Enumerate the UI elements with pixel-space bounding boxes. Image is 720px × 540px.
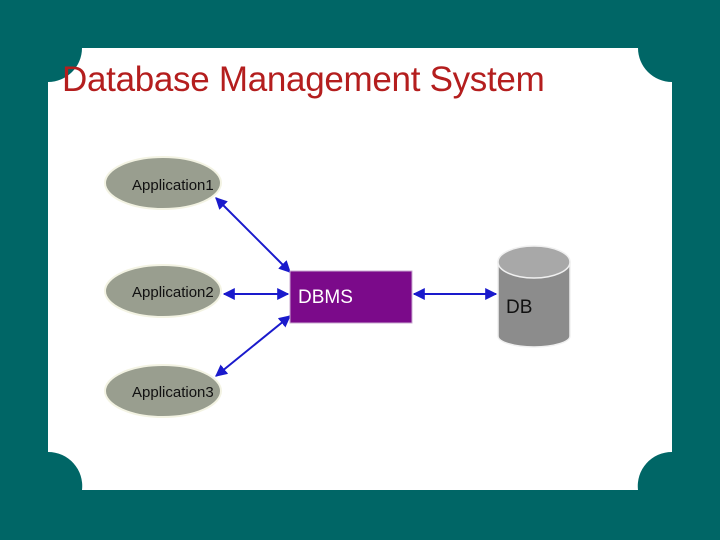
application-label: Application3	[132, 384, 214, 401]
application-node: Application3	[104, 364, 222, 418]
dbms-node: DBMS	[289, 270, 413, 324]
database-cylinder-body	[497, 261, 571, 348]
connector-app1-dbms	[215, 197, 291, 273]
slide-title: Database Management System	[62, 60, 545, 99]
application-node: Application2	[104, 264, 222, 318]
application-label: Application2	[132, 284, 214, 301]
database-label: DB	[506, 297, 532, 318]
application-node: Application1	[104, 156, 222, 210]
connector-app3-dbms	[215, 315, 291, 377]
application-ellipse	[104, 364, 222, 418]
application-label: Application1	[132, 177, 214, 194]
application-ellipse	[104, 264, 222, 318]
database-node: DB	[497, 245, 571, 348]
dbms-box	[289, 270, 413, 324]
database-cylinder-top	[497, 245, 571, 279]
application-ellipse	[104, 156, 222, 210]
dbms-label: DBMS	[298, 287, 353, 308]
